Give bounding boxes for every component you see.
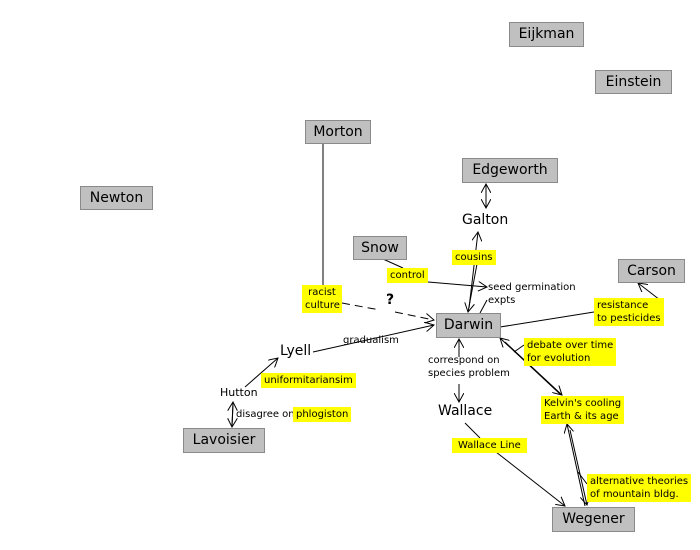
link-racist-culture: racist culture (302, 285, 342, 313)
link-resistance: resistance to pesticides (594, 298, 664, 326)
link-racist-culture-line1: racist (308, 287, 336, 298)
link-mountain: alternative theories of mountain bldg. (587, 474, 692, 502)
node-lavoisier[interactable]: Lavoisier (183, 428, 265, 453)
link-debate-line1: debate over time (527, 340, 614, 351)
link-kelvin-line2: Earth & its age (544, 411, 619, 422)
node-galton[interactable]: Galton (462, 212, 509, 228)
edge-racist-darwin (341, 302, 434, 320)
link-correspond-line2: species problem (428, 368, 510, 379)
link-debate-line2: for evolution (527, 353, 591, 364)
link-kelvin: Kelvin's cooling Earth & its age (541, 396, 625, 424)
link-uniformitarianism: uniformitariansim (261, 373, 356, 388)
link-correspond: correspond on species problem (428, 354, 510, 380)
node-hutton[interactable]: Hutton (220, 386, 258, 399)
link-gradualism: gradualism (343, 335, 399, 346)
node-lyell[interactable]: Lyell (280, 343, 312, 359)
link-correspond-line1: correspond on (428, 355, 500, 366)
link-cousins: cousins (452, 250, 496, 265)
link-resistance-line1: resistance (597, 300, 649, 311)
link-debate: debate over time for evolution (524, 338, 617, 366)
node-morton[interactable]: Morton (305, 120, 371, 144)
link-seed-line1: seed germination (488, 282, 576, 293)
link-seed-line2: expts (488, 295, 516, 306)
link-seed-germination: seed germination expts (488, 281, 576, 307)
link-question-mark: ? (386, 292, 395, 308)
node-newton[interactable]: Newton (80, 186, 153, 210)
node-wallace[interactable]: Wallace (438, 403, 493, 419)
link-phlogiston: phlogiston (293, 407, 352, 422)
link-mountain-line1: alternative theories (590, 476, 689, 487)
node-carson[interactable]: Carson (618, 259, 685, 283)
link-mountain-line2: of mountain bldg. (590, 489, 679, 500)
node-eijkman[interactable]: Eijkman (509, 22, 584, 47)
node-wegener[interactable]: Wegener (552, 507, 635, 532)
node-edgeworth[interactable]: Edgeworth (462, 158, 558, 183)
link-racist-culture-line2: culture (305, 300, 340, 311)
node-snow[interactable]: Snow (353, 236, 407, 260)
node-einstein[interactable]: Einstein (595, 70, 672, 94)
link-wallace-line: Wallace Line (452, 438, 527, 453)
node-darwin[interactable]: Darwin (436, 313, 501, 338)
link-disagree-on: disagree on (236, 409, 295, 420)
link-kelvin-line1: Kelvin's cooling (544, 398, 622, 409)
link-control: control (387, 268, 428, 283)
link-resistance-line2: to pesticides (597, 313, 661, 324)
